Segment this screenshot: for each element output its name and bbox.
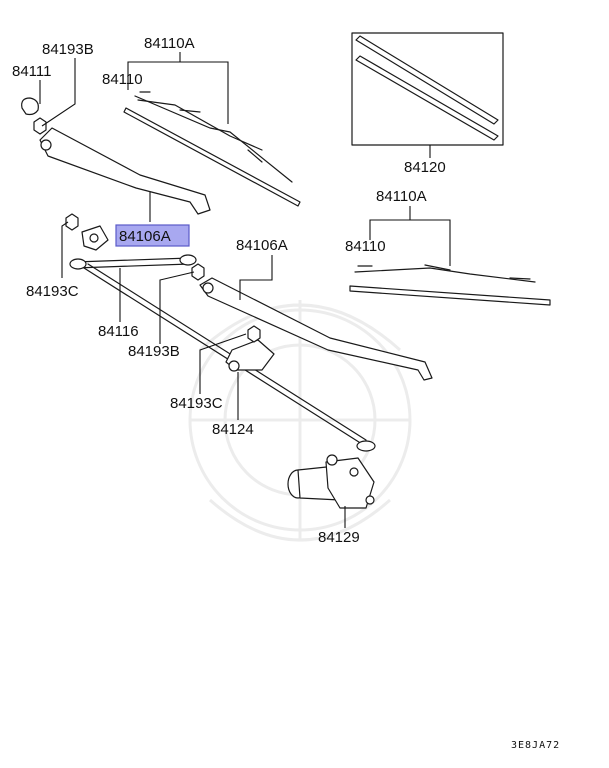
arm-nut-top[interactable] <box>33 117 47 135</box>
right-pivot-nut[interactable] <box>247 325 261 343</box>
right-pivot[interactable] <box>225 339 275 372</box>
linkage-nut-mid[interactable] <box>191 263 205 281</box>
linkage-rod[interactable] <box>69 254 376 452</box>
left-pivot[interactable] <box>81 225 109 251</box>
left-wiper-blade[interactable] <box>123 91 301 207</box>
label-84124[interactable]: 84124 <box>212 421 254 438</box>
label-84110-right[interactable]: 84110 <box>345 238 386 255</box>
label-84193b-top[interactable]: 84193B <box>42 41 94 58</box>
leader-lines <box>39 52 451 528</box>
left-wiper-arm[interactable] <box>39 127 211 215</box>
label-84120[interactable]: 84120 <box>404 159 446 176</box>
right-wiper-arm[interactable] <box>199 277 433 381</box>
highlight-box <box>115 224 190 247</box>
label-84111[interactable]: 84111 <box>12 63 52 80</box>
part-labels: 84193B 84111 84110A 84110 84120 84110A 8… <box>12 35 446 546</box>
label-84110-left[interactable]: 84110 <box>102 71 143 88</box>
label-84106a-left[interactable]: 84106A <box>119 228 171 245</box>
label-84110a-left[interactable]: 84110A <box>144 35 195 52</box>
diagram-code: 3E8JA72 <box>511 740 560 751</box>
label-84193b-mid[interactable]: 84193B <box>128 343 180 360</box>
label-84193c-left[interactable]: 84193C <box>26 283 79 300</box>
left-pivot-nut[interactable] <box>65 213 79 231</box>
blade-refill-box[interactable] <box>351 32 504 146</box>
right-wiper-blade[interactable] <box>349 264 551 306</box>
arm-cap[interactable] <box>21 97 39 116</box>
label-84116[interactable]: 84116 <box>98 323 139 340</box>
label-84129[interactable]: 84129 <box>318 529 360 546</box>
label-84110a-right[interactable]: 84110A <box>376 188 427 205</box>
label-84106a-right[interactable]: 84106A <box>236 237 288 254</box>
wiper-motor[interactable] <box>287 454 375 509</box>
label-84193c-mid[interactable]: 84193C <box>170 395 223 412</box>
